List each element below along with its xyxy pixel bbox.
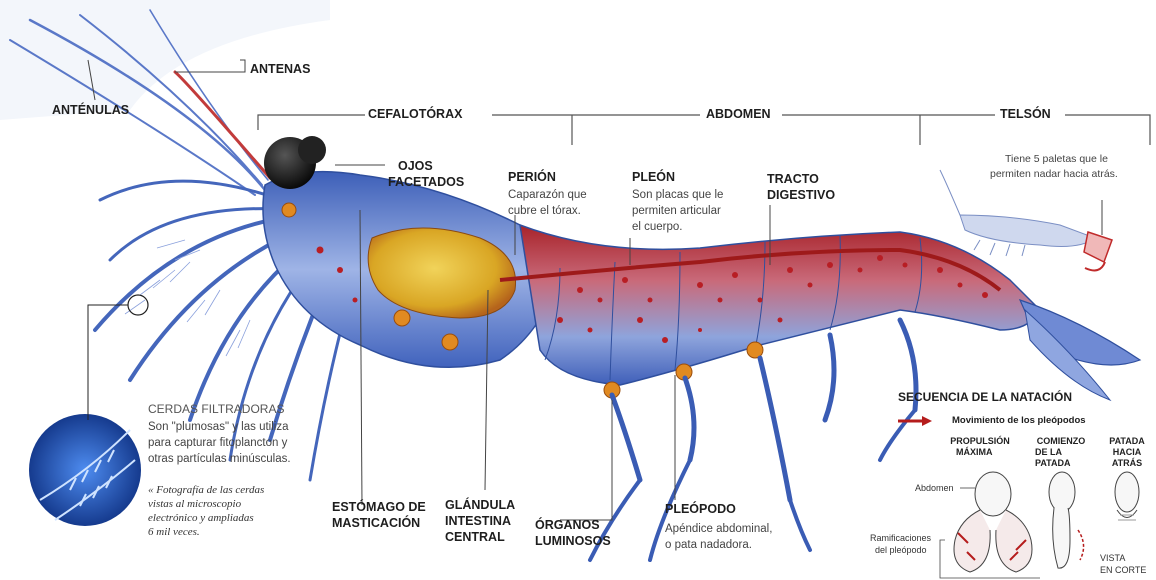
label-organos-1: ÓRGANOS	[535, 518, 600, 533]
label-estomago-1: ESTÓMAGO DE	[332, 500, 426, 515]
swim-p3-1: PATADA	[1102, 436, 1152, 446]
swim-p3-3: ATRÁS	[1102, 458, 1152, 468]
cerdas-title: CERDAS FILTRADORAS	[148, 402, 284, 417]
swim-abdomen: Abdomen	[915, 483, 954, 494]
swim-p3-2: HACIA	[1102, 447, 1152, 457]
label-tracto-1: TRACTO	[767, 172, 819, 187]
photo-caption-1: « Fotografía de las cerdas	[148, 484, 264, 497]
abdomen-body	[520, 225, 1040, 385]
section-cefalotorax: CEFALOTÓRAX	[368, 107, 462, 122]
perion-desc-2: cubre el tórax.	[508, 204, 581, 219]
label-ojos-2: FACETADOS	[388, 175, 464, 190]
section-telson: TELSÓN	[1000, 107, 1051, 122]
cerdas-desc-2: para capturar fitoplancton y	[148, 436, 287, 451]
pleon-desc-1: Son placas que le	[632, 188, 723, 203]
label-organos-2: LUMINOSOS	[535, 534, 611, 549]
filter-setae	[125, 240, 250, 356]
label-tracto-2: DIGESTIVO	[767, 188, 835, 203]
magnify-leader	[88, 305, 128, 420]
telson-desc-2: permiten nadar hacia atrás.	[990, 167, 1118, 182]
cerdas-desc-1: Son "plumosas" y las utiliza	[148, 420, 288, 435]
pleopodo-desc-2: o pata nadadora.	[665, 538, 752, 553]
label-glandula-2: INTESTINA	[445, 514, 511, 529]
swim-ramif-2: del pleópodo	[875, 545, 927, 556]
label-ojos-1: OJOS	[398, 159, 433, 174]
compound-eye-2	[298, 136, 326, 164]
pleopodo-desc-1: Apéndice abdominal,	[665, 522, 772, 537]
section-abdomen: ABDOMEN	[706, 107, 771, 122]
swim-p1-1: PROPULSIÓN	[950, 436, 1010, 446]
swim-vista-1: VISTA	[1100, 553, 1125, 564]
label-glandula-3: CENTRAL	[445, 530, 505, 545]
swim-p2-2: DE LA	[1035, 447, 1075, 457]
pleon-desc-2: permiten articular	[632, 204, 721, 219]
swim-vista-2: EN CORTE	[1100, 565, 1146, 576]
pleon-desc-3: el cuerpo.	[632, 220, 683, 235]
perion-desc-1: Caparazón que	[508, 188, 587, 203]
swim-p2-1: COMIENZO	[1035, 436, 1087, 446]
label-pleopodo: PLEÓPODO	[665, 502, 736, 517]
photo-caption-3: electrónico y ampliadas	[148, 512, 254, 525]
label-perion: PERIÓN	[508, 170, 556, 185]
cerdas-desc-3: otras partículas minúsculas.	[148, 452, 291, 467]
swim-title: SECUENCIA DE LA NATACIÓN	[898, 390, 1072, 405]
swim-movement: Movimiento de los pleópodos	[952, 413, 1086, 428]
swim-p2-3: PATADA	[1035, 458, 1087, 468]
label-glandula-1: GLÁNDULA	[445, 498, 515, 513]
photo-caption-4: 6 mil veces.	[148, 526, 200, 539]
label-estomago-2: MASTICACIÓN	[332, 516, 420, 531]
label-antenas: ANTENAS	[250, 62, 310, 77]
label-pleon: PLEÓN	[632, 170, 675, 185]
swim-p1-2: MÁXIMA	[950, 447, 1006, 457]
label-antenulas: ANTÉNULAS	[52, 103, 129, 118]
photo-caption-2: vistas al microscopio	[148, 498, 241, 511]
swim-ramif-1: Ramificaciones	[870, 533, 931, 544]
telson-desc-1: Tiene 5 paletas que le	[1005, 152, 1108, 167]
